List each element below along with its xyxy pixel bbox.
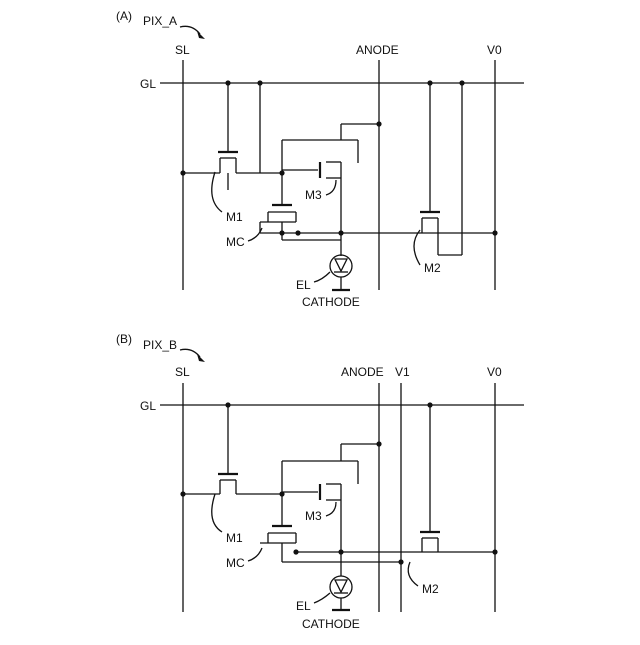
- pix-a-label: PIX_A: [143, 14, 177, 28]
- pix-a-pointer-head: [197, 31, 205, 39]
- el-diode-a: [330, 233, 352, 290]
- el-label-a: EL: [296, 278, 311, 292]
- mc-capacitor-a: [260, 205, 341, 240]
- m2-transistor-b: [420, 405, 440, 552]
- m2-label-a: M2: [424, 261, 441, 275]
- mc-label-b: MC: [226, 556, 245, 570]
- anode-label-a: ANODE: [356, 43, 399, 57]
- anode-label-b: ANODE: [341, 365, 384, 379]
- cathode-label-b: CATHODE: [302, 617, 360, 631]
- sl-label-b: SL: [175, 365, 190, 379]
- v1-label-b: V1: [395, 365, 410, 379]
- m1-leader-b: [212, 494, 222, 532]
- m1-label-a: M1: [226, 210, 243, 224]
- m3-leader-a: [326, 180, 336, 195]
- m2-leader-b: [408, 562, 418, 586]
- m3-label-a: M3: [305, 188, 322, 202]
- gl-label-b: GL: [140, 399, 156, 413]
- m1-transistor-b: [183, 405, 282, 494]
- mc-leader-b: [248, 548, 262, 561]
- cathode-label-a: CATHODE: [302, 295, 360, 309]
- mc-label-a: MC: [226, 235, 245, 249]
- m3-leader-b: [326, 502, 336, 516]
- el-diode-b: [330, 552, 352, 610]
- m1-label-b: M1: [226, 531, 243, 545]
- el-label-b: EL: [296, 599, 311, 613]
- m2-leader-a: [414, 230, 420, 265]
- m1-transistor-a: [183, 83, 282, 190]
- panel-b-label: (B): [116, 332, 132, 346]
- v0-label-b: V0: [487, 365, 502, 379]
- m3-label-b: M3: [305, 509, 322, 523]
- m2-transistor-a: [420, 83, 462, 255]
- v0-label-a: V0: [487, 43, 502, 57]
- panel-a-label: (A): [116, 9, 132, 23]
- pix-a-pointer: [180, 26, 200, 34]
- m2-label-b: M2: [422, 582, 439, 596]
- pix-b-label: PIX_B: [143, 338, 177, 352]
- pix-b-pointer-head: [197, 354, 205, 362]
- gl-label-a: GL: [140, 77, 156, 91]
- el-leader-a: [314, 272, 330, 282]
- sl-label-a: SL: [175, 43, 190, 57]
- mc-capacitor-b: [260, 526, 401, 562]
- m1-leader-a: [212, 172, 222, 212]
- panel-a: (A) PIX_A SL ANODE V0 GL: [116, 9, 524, 309]
- panel-b: (B) PIX_B SL ANODE V1 V0 GL: [116, 332, 524, 631]
- pix-b-pointer: [180, 349, 200, 357]
- el-leader-b: [314, 593, 330, 603]
